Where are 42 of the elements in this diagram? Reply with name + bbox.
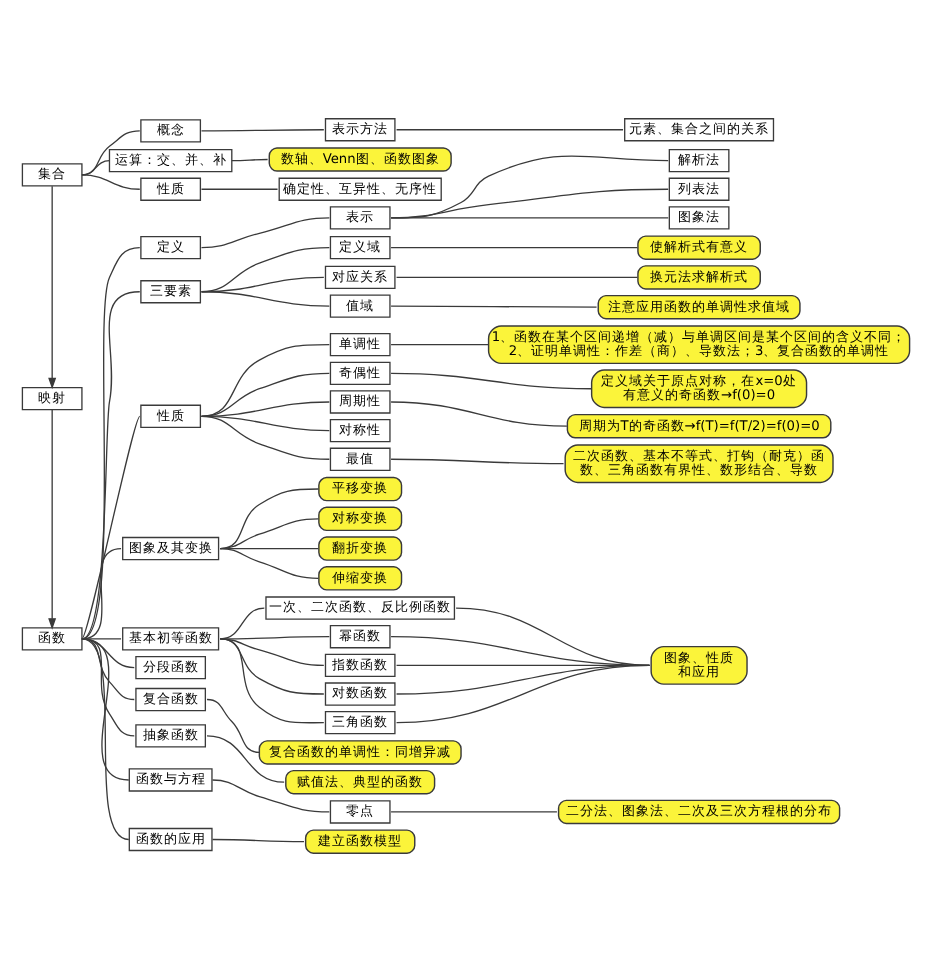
connector (199, 343, 329, 416)
connector (389, 343, 489, 345)
connector (80, 173, 140, 189)
connector (80, 637, 129, 840)
connector (199, 187, 278, 189)
connector (80, 637, 134, 700)
connector (394, 663, 650, 723)
connector (218, 637, 324, 666)
connector (218, 637, 324, 694)
connector (80, 637, 134, 736)
connector (210, 837, 304, 842)
connector (454, 606, 650, 666)
connector (218, 637, 324, 723)
connector (394, 275, 638, 278)
connector (199, 128, 324, 131)
connector (389, 304, 597, 307)
connector (389, 400, 567, 426)
connector (210, 778, 329, 812)
connector (394, 128, 623, 130)
connector (389, 810, 557, 812)
connector (389, 154, 668, 218)
connector (205, 734, 284, 782)
connector (80, 637, 129, 780)
connector (80, 414, 140, 639)
connector (205, 697, 260, 753)
connector (218, 546, 318, 578)
connector (80, 129, 140, 175)
connector (389, 216, 668, 218)
connector (199, 414, 329, 459)
connector (80, 637, 134, 668)
connector (80, 158, 110, 175)
connector (389, 457, 564, 464)
connector (389, 371, 591, 389)
connector (389, 187, 668, 218)
arrow (47, 184, 56, 389)
connector (80, 546, 121, 639)
connector (199, 216, 329, 248)
connector (199, 290, 329, 306)
arrow (47, 408, 56, 629)
connector (199, 371, 329, 416)
connector (389, 246, 638, 248)
connector (230, 157, 268, 161)
